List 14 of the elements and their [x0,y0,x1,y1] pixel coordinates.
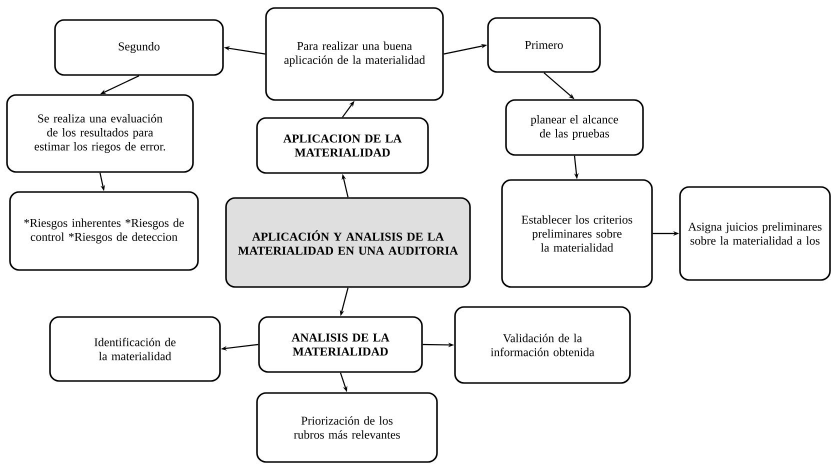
concept-box: Se realiza una evaluación de los resultados para estimar los riegos de error. [6,94,194,173]
concept-box: Validación de la información obtenida [454,306,631,384]
concept-box: Priorización de los rubros más relevantes [256,392,438,463]
heading-box: ANALISIS DE LA MATERIALIDAD [258,316,423,373]
concept-box: Para realizar una buena aplicación de la materialidad [265,7,444,101]
concept-box: Asigna juicios preliminares sobre la materialidad a los [679,186,831,281]
concept-box: Segundo [54,19,224,76]
concept-box: planear el alcance de las pruebas [505,99,644,156]
title-box: APLICACIÓN Y ANALISIS DE LA MATERIALIDAD EN UNA AUDITORIA [225,197,471,288]
concept-box: Identificación de la materialidad [49,316,221,382]
concept-box: *Riesgos inherentes *Riesgos de control *Riesgos de deteccion [9,191,199,271]
concept-box: Establecer los criterios preliminares sobre la materialidad [501,179,653,288]
heading-box: APLICACION DE LA MATERIALIDAD [256,117,429,174]
concept-box: Primero [487,17,601,73]
